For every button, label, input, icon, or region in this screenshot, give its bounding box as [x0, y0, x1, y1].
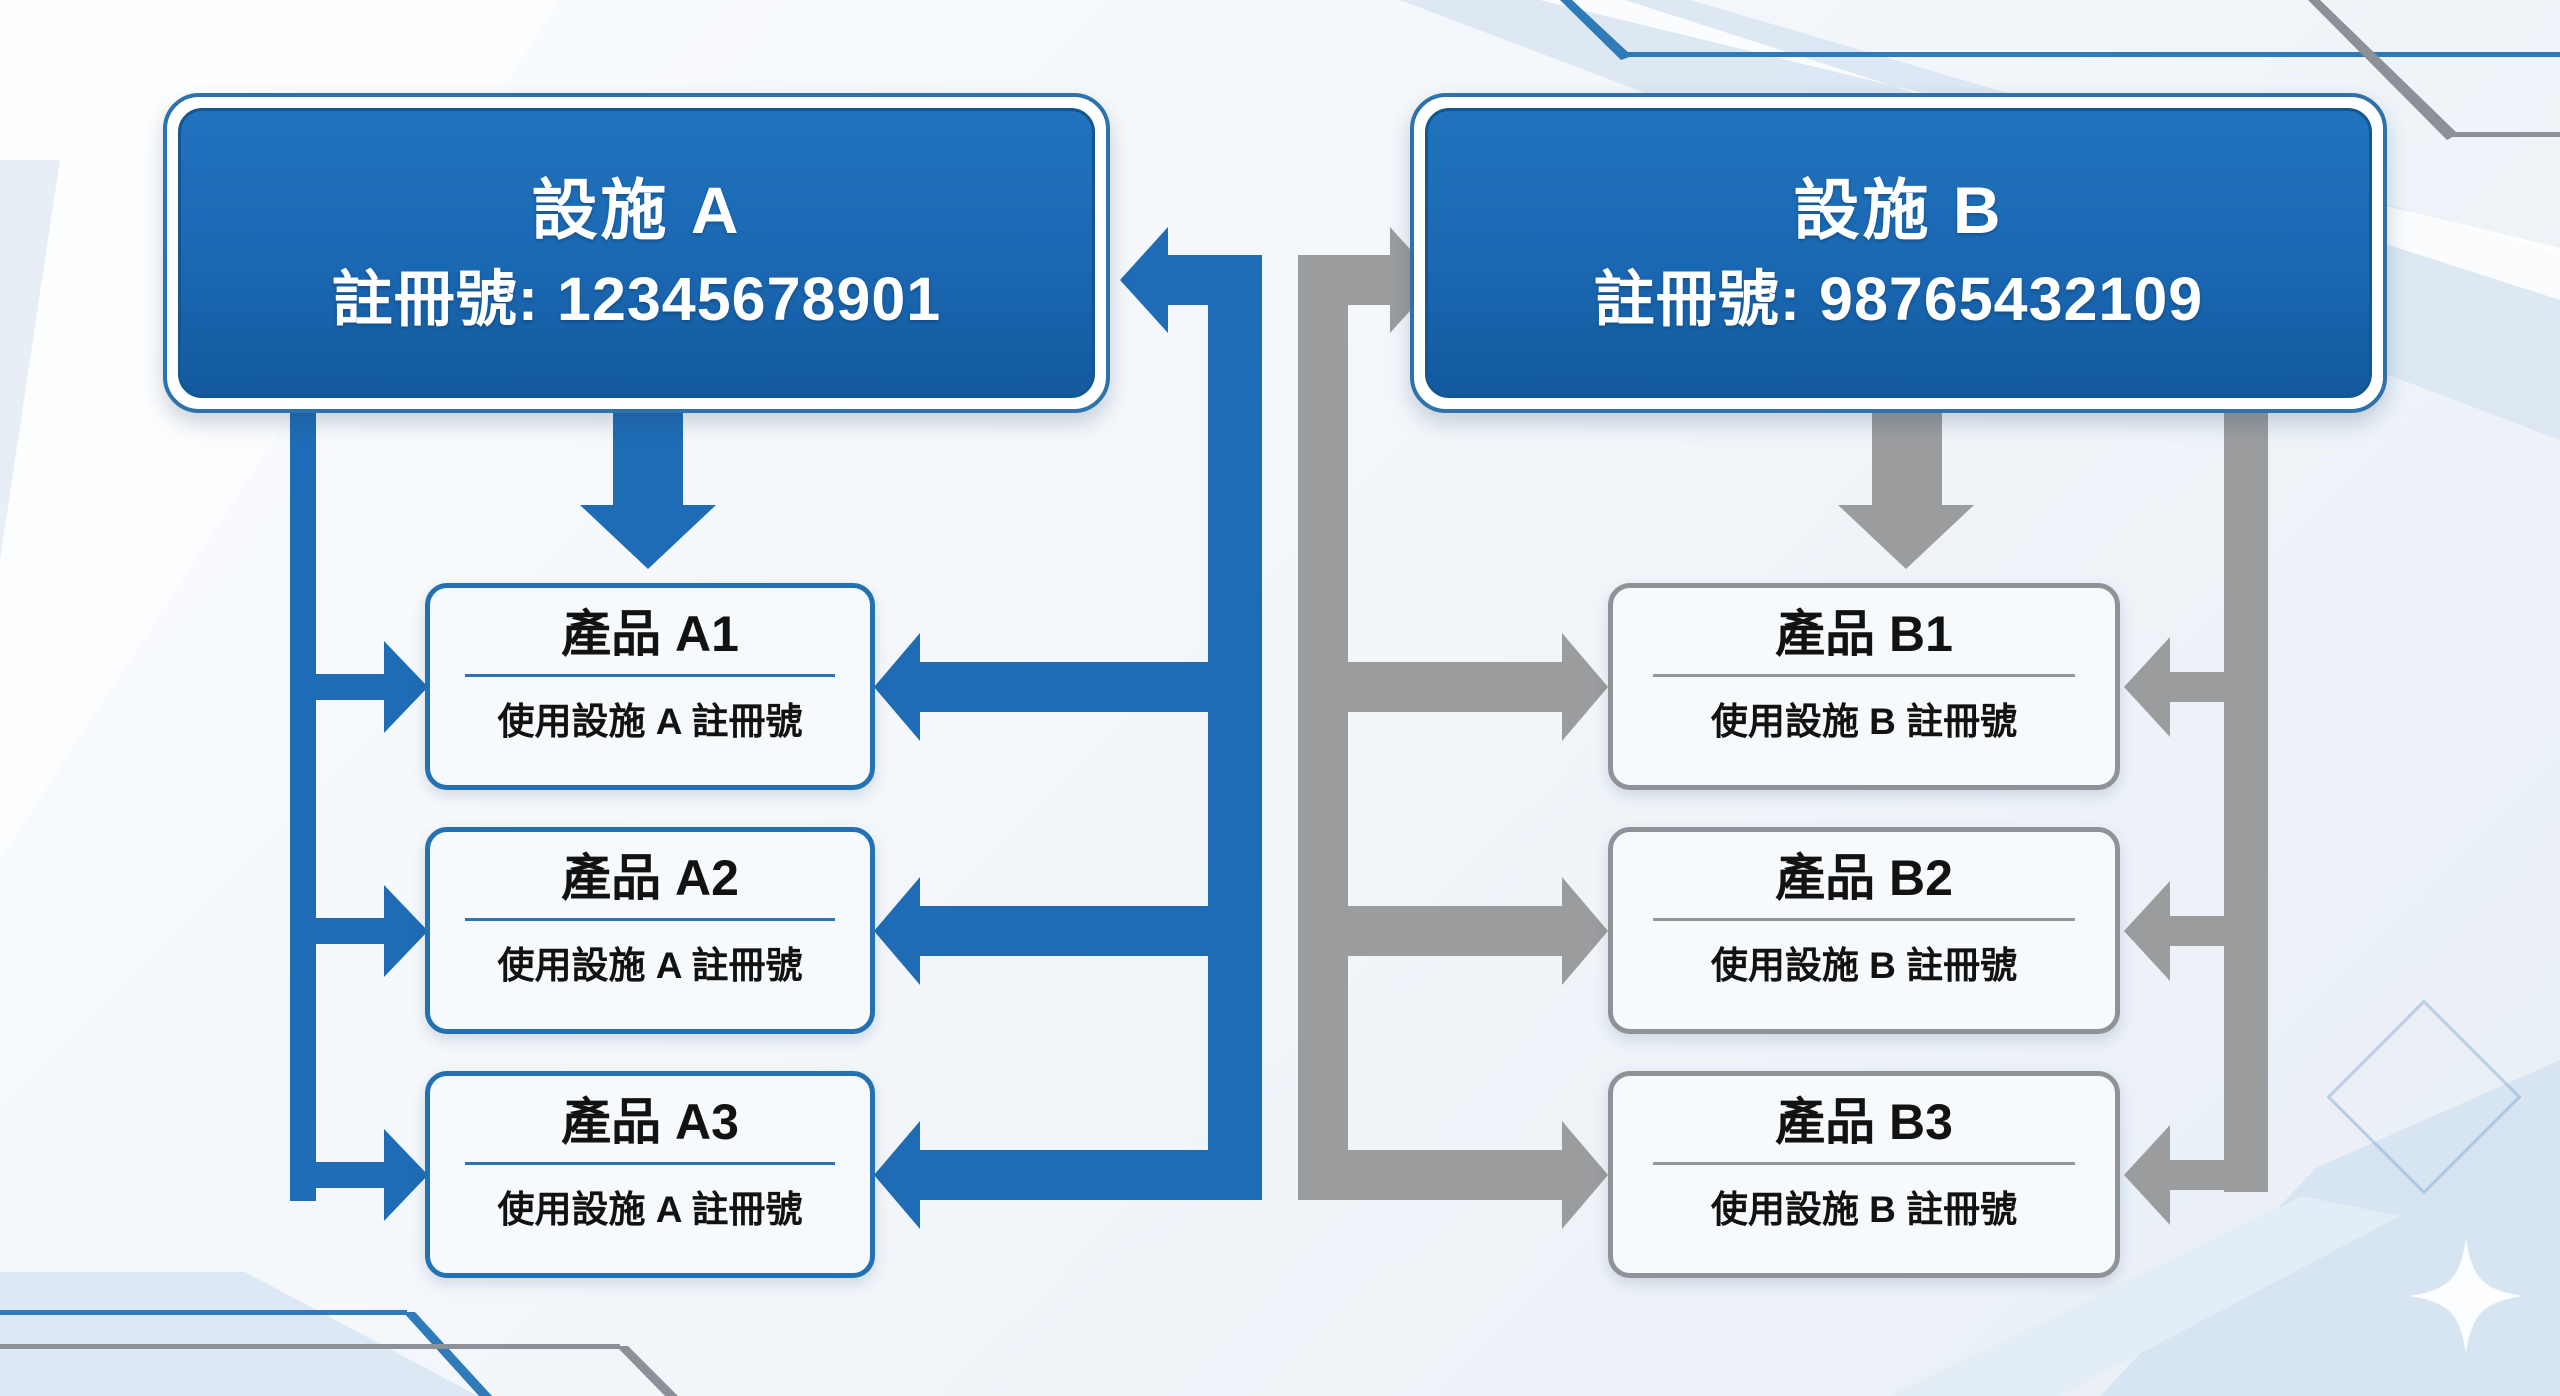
connector-b-middle-top-arm: [1348, 255, 1390, 305]
arrowhead-into-b2-left: [1562, 877, 1608, 985]
connector-b-right-trunk: [2224, 413, 2268, 1192]
product-a2-divider: [465, 918, 835, 921]
arrowhead-into-a2-left: [384, 885, 428, 977]
product-a1-card: 產品 A1 使用設施 A 註冊號: [425, 583, 875, 790]
connector-a-left-trunk: [290, 413, 316, 1201]
facility-b-card: 設施 B 註冊號: 98765432109: [1410, 93, 2387, 413]
top-right-gray-line: [2446, 132, 2560, 137]
product-b1-divider: [1653, 674, 2075, 677]
connector-b-middle-branch-b1: [1348, 662, 1562, 712]
product-b1-card: 產品 B1 使用設施 B 註冊號: [1608, 583, 2120, 790]
arrowhead-into-b1-left: [1562, 633, 1608, 741]
facility-b-down-arrow-head: [1838, 505, 1974, 569]
product-b2-divider: [1653, 918, 2075, 921]
arrowhead-into-facility-a: [1120, 227, 1168, 333]
product-b1-title: 產品 B1: [1775, 606, 1953, 662]
facility-b-registration: 註冊號: 98765432109: [1593, 264, 2204, 333]
facility-a-registration: 註冊號: 12345678901: [331, 264, 942, 333]
product-b3-note: 使用設施 B 註冊號: [1710, 1189, 2018, 1230]
diamond-outline-decoration: [2326, 999, 2522, 1195]
connector-a-left-branch-a1: [290, 674, 386, 700]
product-b2-card: 產品 B2 使用設施 B 註冊號: [1608, 827, 2120, 1034]
product-a3-card: 產品 A3 使用設施 A 註冊號: [425, 1071, 875, 1278]
connector-a-left-branch-a3: [290, 1162, 386, 1188]
product-a2-card: 產品 A2 使用設施 A 註冊號: [425, 827, 875, 1034]
product-b3-title: 產品 B3: [1775, 1094, 1953, 1150]
product-b1-note: 使用設施 B 註冊號: [1710, 701, 2018, 742]
connector-a-middle-branch-a1: [920, 662, 1208, 712]
connector-b-middle-branch-b2: [1348, 906, 1562, 956]
product-a1-note: 使用設施 A 註冊號: [497, 701, 803, 742]
connector-b-right-branch-b1: [2170, 672, 2224, 702]
facility-a-title: 設施 A: [531, 172, 742, 247]
connector-a-middle-branch-a3: [920, 1150, 1208, 1200]
arrowhead-into-a1-right: [874, 633, 920, 741]
facility-a-down-arrow-head: [580, 505, 716, 569]
product-b2-title: 產品 B2: [1775, 850, 1953, 906]
arrowhead-into-a3-right: [874, 1121, 920, 1229]
connector-a-left-branch-a2: [290, 918, 386, 944]
product-b3-card: 產品 B3 使用設施 B 註冊號: [1608, 1071, 2120, 1278]
product-a2-note: 使用設施 A 註冊號: [497, 945, 803, 986]
sparkle-star-icon: [2408, 1238, 2524, 1354]
product-a2-title: 產品 A2: [561, 850, 739, 906]
arrowhead-into-a1-left: [384, 641, 428, 733]
facility-a-down-arrow-shaft: [613, 411, 683, 505]
connector-b-right-branch-b3: [2170, 1160, 2224, 1190]
connector-a-middle-branch-a2: [920, 906, 1208, 956]
facility-a-card: 設施 A 註冊號: 12345678901: [163, 93, 1110, 413]
bottom-left-blue-line: [0, 1310, 407, 1315]
product-a1-title: 產品 A1: [561, 606, 739, 662]
connector-b-middle-trunk: [1298, 255, 1348, 1200]
arrowhead-into-b1-right: [2124, 637, 2170, 737]
product-a3-divider: [465, 1162, 835, 1165]
bottom-left-gray-line: [0, 1344, 620, 1349]
facility-b-title: 設施 B: [1793, 172, 2004, 247]
product-a3-title: 產品 A3: [561, 1094, 739, 1150]
connector-b-right-branch-b2: [2170, 916, 2224, 946]
connector-a-middle-top-arm: [1168, 255, 1208, 305]
arrowhead-into-b3-right: [2124, 1125, 2170, 1225]
connector-b-middle-branch-b3: [1348, 1150, 1562, 1200]
product-a3-note: 使用設施 A 註冊號: [497, 1189, 803, 1230]
product-b2-note: 使用設施 B 註冊號: [1710, 945, 2018, 986]
connector-a-middle-trunk: [1208, 255, 1262, 1200]
product-b3-divider: [1653, 1162, 2075, 1165]
arrowhead-into-b3-left: [1562, 1121, 1608, 1229]
arrowhead-into-b2-right: [2124, 881, 2170, 981]
product-a1-divider: [465, 674, 835, 677]
facility-b-card-inner: 設施 B 註冊號: 98765432109: [1425, 108, 2372, 398]
arrowhead-into-a3-left: [384, 1129, 428, 1221]
facility-a-card-inner: 設施 A 註冊號: 12345678901: [178, 108, 1095, 398]
top-right-blue-line: [1620, 52, 2560, 57]
arrowhead-into-a2-right: [874, 877, 920, 985]
facility-b-down-arrow-shaft: [1872, 411, 1942, 505]
